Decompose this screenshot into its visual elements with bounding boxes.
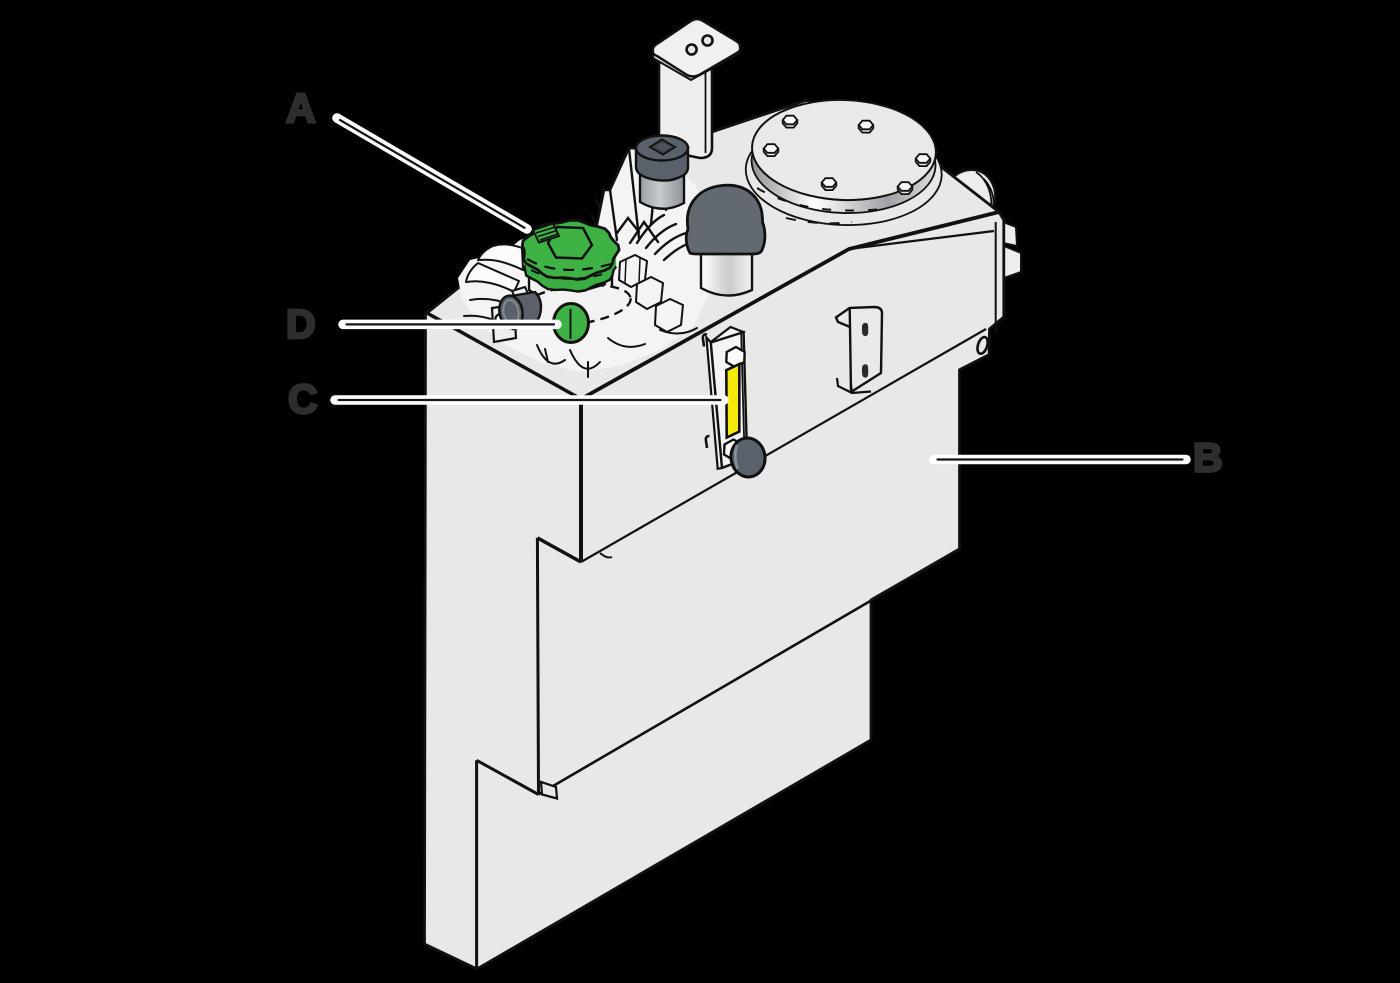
svg-text:C: C <box>288 376 318 422</box>
svg-text:D: D <box>286 301 316 347</box>
svg-text:B: B <box>1193 435 1223 481</box>
svg-text:A: A <box>286 85 316 131</box>
